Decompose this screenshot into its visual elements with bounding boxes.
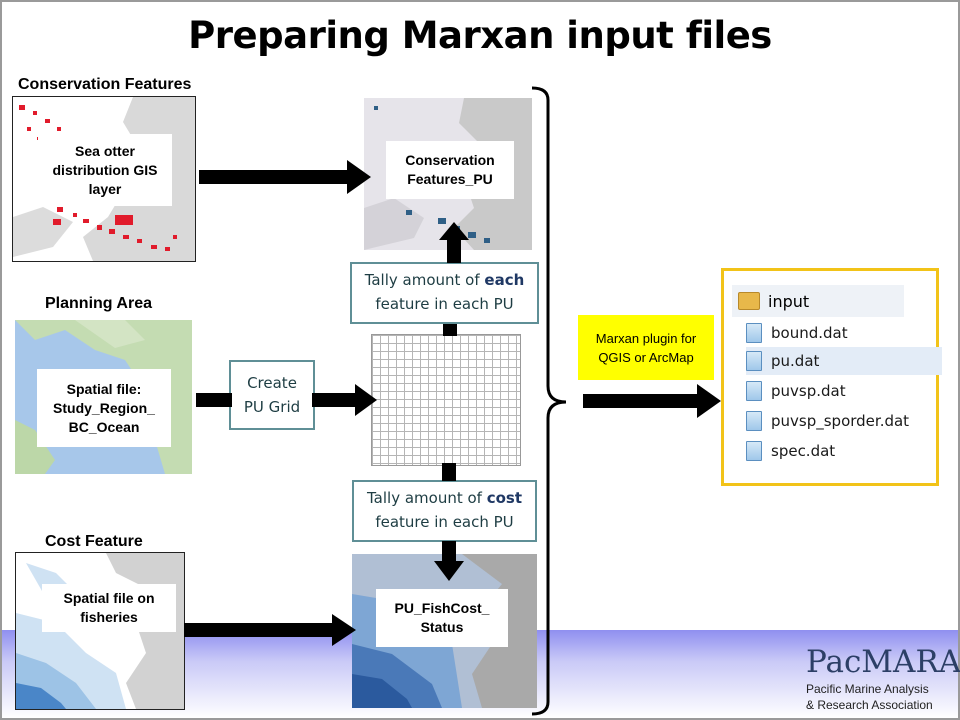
- input-folder-name: input: [768, 291, 810, 311]
- file-name: pu.dat: [771, 352, 820, 370]
- file-icon: [746, 323, 762, 343]
- arrow-down-icon: [442, 463, 456, 481]
- conservation-pu-label: Conservation Features_PU: [386, 141, 514, 199]
- tally-each-post: feature in each PU: [375, 295, 514, 313]
- tally-each-keyword: each: [484, 271, 525, 289]
- arrow-down-icon: [434, 541, 464, 581]
- file-name: puvsp.dat: [771, 382, 846, 400]
- arrow-right-icon: [199, 160, 371, 194]
- logo-name: PacMARA: [806, 644, 960, 680]
- section-conservation-features: Conservation Features: [18, 76, 192, 93]
- tally-each-pre: Tally amount of: [364, 271, 485, 289]
- input-folder-panel: input bound.dat pu.dat puvsp.dat puvsp_s…: [721, 268, 942, 486]
- arrow-up-icon: [439, 222, 469, 263]
- file-bound-dat[interactable]: bound.dat: [746, 319, 848, 347]
- file-icon: [746, 441, 762, 461]
- file-spec-dat[interactable]: spec.dat: [746, 437, 835, 465]
- folder-icon: [738, 292, 760, 310]
- sea-otter-layer-label: Sea otter distribution GIS layer: [38, 134, 172, 206]
- tally-cost-box: Tally amount of cost feature in each PU: [352, 480, 537, 542]
- file-puvsp-sporder-dat[interactable]: puvsp_sporder.dat: [746, 407, 909, 435]
- file-name: bound.dat: [771, 324, 848, 342]
- arrow-right-icon: [583, 384, 721, 418]
- file-icon: [746, 351, 762, 371]
- bracket-icon: [531, 86, 567, 716]
- arrow-right-icon: [184, 614, 356, 646]
- plugin-note-text: Marxan plugin for QGIS or ArcMap: [595, 330, 697, 365]
- section-cost-feature: Cost Feature: [45, 533, 143, 550]
- tally-cost-keyword: cost: [486, 489, 523, 507]
- tally-cost-post: feature in each PU: [375, 513, 514, 531]
- file-icon: [746, 381, 762, 401]
- tally-each-box: Tally amount of each feature in each PU: [350, 262, 539, 324]
- fishcost-pu-label: PU_FishCost_ Status: [376, 589, 508, 647]
- file-name: spec.dat: [771, 442, 836, 460]
- slide-title: Preparing Marxan input files: [188, 14, 772, 57]
- pu-grid: [371, 334, 521, 466]
- plugin-note: Marxan plugin for QGIS or ArcMap: [578, 315, 714, 380]
- file-pu-dat[interactable]: pu.dat: [746, 347, 942, 375]
- file-icon: [746, 411, 762, 431]
- pacmara-logo: PacMARA Pacific Marine Analysis & Resear…: [806, 644, 960, 712]
- create-pu-grid-text: Create PU Grid: [243, 374, 301, 416]
- study-region-layer-label: Spatial file: Study_Region_ BC_Ocean: [37, 369, 171, 447]
- fisheries-layer-label: Spatial file on fisheries: [42, 584, 176, 632]
- section-planning-area: Planning Area: [45, 295, 152, 312]
- create-pu-grid-box: Create PU Grid: [229, 360, 315, 430]
- input-folder-row[interactable]: input: [732, 285, 904, 317]
- logo-line-1: Pacific Marine Analysis: [806, 682, 929, 696]
- tally-cost-pre: Tally amount of: [366, 489, 487, 507]
- file-puvsp-dat[interactable]: puvsp.dat: [746, 377, 846, 405]
- arrow-up-icon: [443, 324, 457, 336]
- arrow-right-icon: [196, 393, 232, 407]
- file-name: puvsp_sporder.dat: [771, 412, 910, 430]
- logo-line-2: & Research Association: [806, 698, 933, 712]
- arrow-right-icon: [312, 384, 377, 416]
